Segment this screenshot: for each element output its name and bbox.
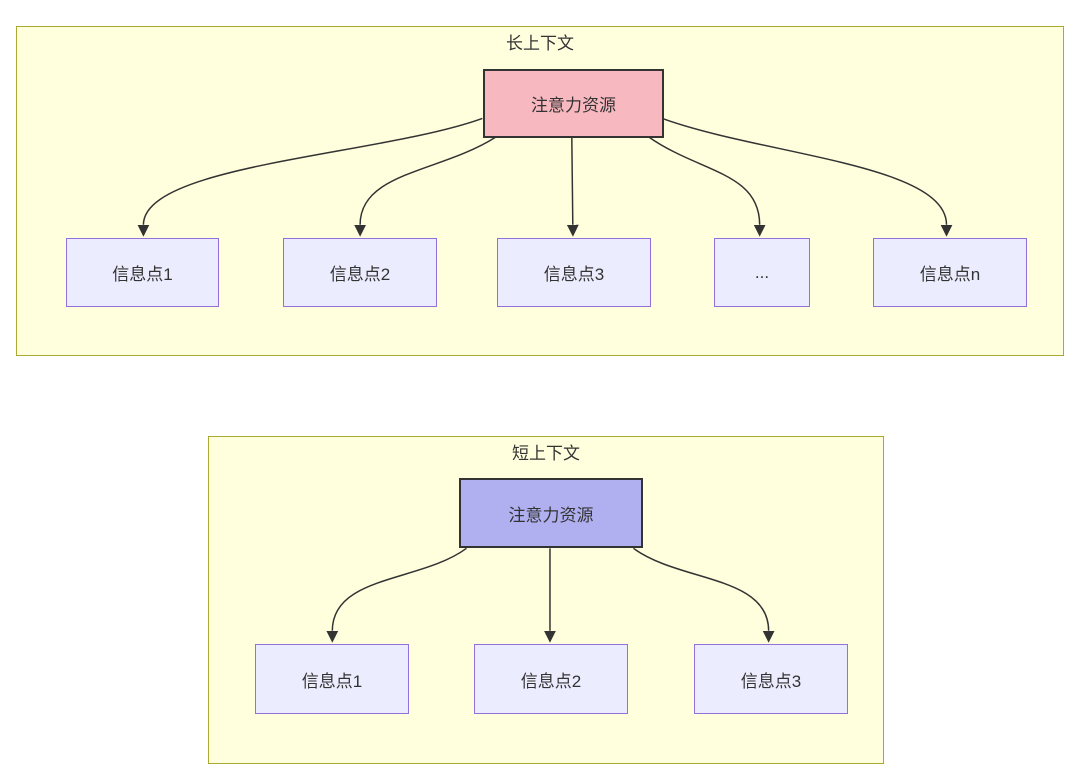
attention-node-long: 注意力资源	[483, 69, 664, 138]
arrow-attention-to-infon	[662, 117, 953, 237]
short-context-cluster: 短上下文 注意力资源 信息点1 信息点2 信息点3	[208, 436, 884, 764]
info-node-short-2: 信息点2	[474, 644, 628, 714]
info-node-short-3-label: 信息点3	[740, 671, 802, 691]
info-node-long-3: 信息点3	[497, 238, 651, 307]
info-node-long-ellipsis: ...	[714, 238, 810, 307]
info-node-short-3: 信息点3	[694, 644, 848, 714]
info-node-long-ellipsis-label: ...	[754, 262, 770, 282]
info-node-long-1: 信息点1	[66, 238, 219, 307]
info-node-short-2-label: 信息点2	[520, 671, 582, 691]
info-node-short-1: 信息点1	[255, 644, 409, 714]
short-context-title: 短上下文	[512, 444, 580, 463]
arrow-attention-to-info1	[137, 117, 483, 237]
long-context-title: 长上下文	[506, 34, 574, 53]
arrow-attention-to-info3	[566, 137, 579, 237]
arrow-attention-to-info3	[633, 547, 775, 643]
attention-node-short: 注意力资源	[459, 478, 643, 548]
long-context-cluster: 长上下文 注意力资源 信息点1 信息点2 信息点3 ...	[16, 26, 1064, 356]
attention-node-long-label: 注意力资源	[531, 96, 616, 115]
arrow-attention-to-info1	[326, 547, 467, 643]
info-node-long-3-label: 信息点3	[543, 265, 605, 284]
arrow-attention-to-ellipsis	[648, 136, 766, 237]
info-node-long-2-label: 信息点2	[329, 265, 391, 284]
info-node-short-1-label: 信息点1	[301, 671, 363, 691]
info-node-long-1-label: 信息点1	[112, 265, 173, 284]
info-node-long-n: 信息点n	[873, 238, 1027, 307]
attention-node-short-label: 注意力资源	[508, 505, 594, 525]
info-node-long-n-label: 信息点n	[919, 265, 981, 284]
arrow-attention-to-info2	[354, 136, 496, 237]
info-node-long-2: 信息点2	[283, 238, 437, 307]
